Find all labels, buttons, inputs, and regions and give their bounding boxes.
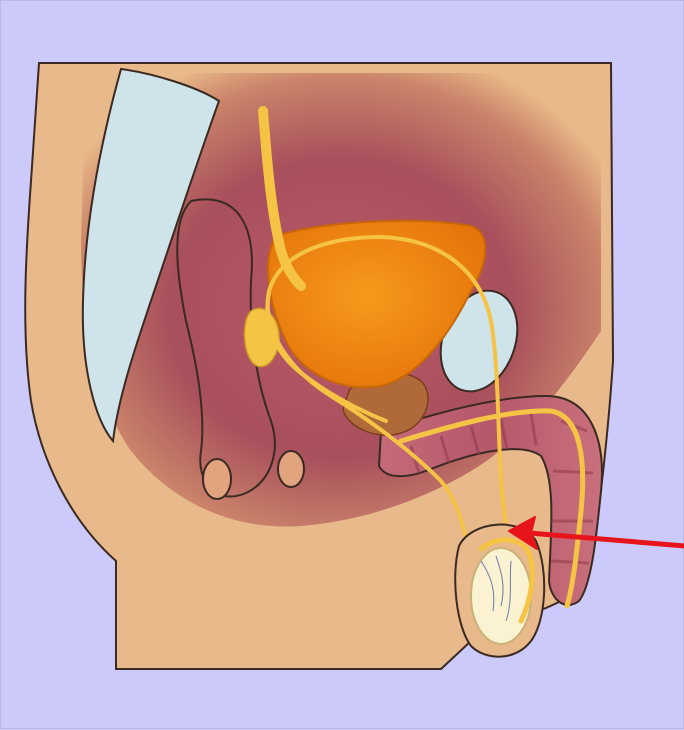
anal-canal	[203, 459, 231, 499]
anal-sphincter	[278, 451, 304, 487]
testis	[471, 548, 531, 644]
